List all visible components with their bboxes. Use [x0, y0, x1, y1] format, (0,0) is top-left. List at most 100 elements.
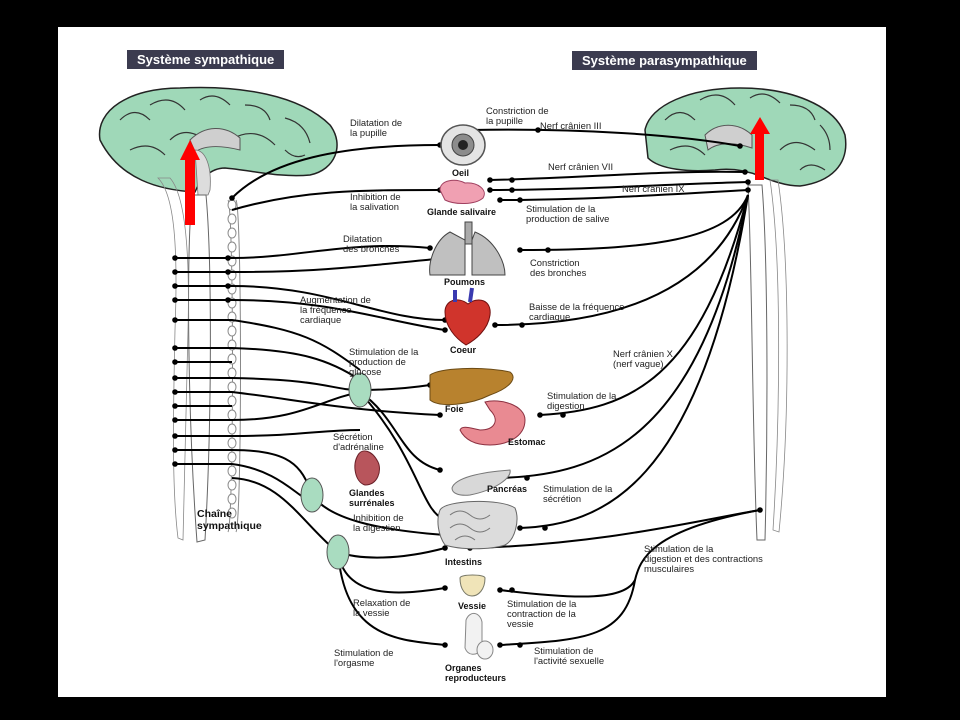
chain-ganglia [227, 199, 237, 519]
sympathetic-system-header: Système sympathique [127, 50, 285, 69]
synapse-dot [172, 283, 178, 289]
synapse-dot [517, 525, 523, 531]
synapse-dot [509, 177, 515, 183]
synapse-dot [442, 327, 448, 333]
chain-ganglion [227, 213, 237, 225]
para-sexual-activity-label: Stimulation de l'activité sexuelle [534, 645, 605, 666]
synapse-dot [442, 545, 448, 551]
cranial-nerve-9-label: Nerf crânien IX [622, 183, 685, 194]
synapse-dot [509, 587, 515, 593]
synapse-dot [487, 177, 493, 183]
sym-bladder-relaxation-label: Relaxation de la vessie [353, 597, 411, 618]
synapse-dot [497, 587, 503, 593]
synapse-dot [437, 412, 443, 418]
parasympathetic-system-header: Système parasympathique [572, 51, 757, 70]
heart-label: Coeur [450, 345, 477, 355]
synapse-dot [757, 507, 763, 513]
pancreas-label: Pancréas [487, 484, 528, 494]
chain-ganglion [227, 395, 237, 407]
synapse-dot [172, 359, 178, 365]
lungs-organ [429, 221, 506, 276]
synapse-dot [172, 297, 178, 303]
synapse-dot [427, 245, 433, 251]
synapse-dot [172, 433, 178, 439]
chain-ganglion [227, 409, 237, 421]
stomach-label: Estomac [508, 437, 546, 447]
synapse-dot [497, 197, 503, 203]
synapse-dot [509, 187, 515, 193]
stomach-organ [459, 400, 526, 446]
chain-ganglion [227, 381, 237, 393]
sym-heart-rate-increase-label: Augmentation de la fréquence cardiaque [300, 294, 371, 325]
synapse-dot [537, 412, 543, 418]
right-spinal-cord [747, 179, 788, 541]
synapse-dot [172, 389, 178, 395]
synapse-dot [172, 403, 178, 409]
salivary-gland-organ [439, 179, 485, 204]
eye-organ [440, 124, 486, 166]
synapse-dot [560, 412, 566, 418]
synapse-dot [225, 283, 231, 289]
para-pupil-constriction-label: Constriction de la pupille [486, 105, 549, 126]
synapse-dot [172, 375, 178, 381]
synapse-dot [487, 187, 493, 193]
chain-ganglion [227, 325, 237, 337]
chain-ganglion [227, 367, 237, 379]
para-bronchi-constriction-label: Constriction des bronches [530, 257, 587, 278]
cranial-nerve-10-label: Nerf crânien X (nerf vague) [613, 348, 673, 369]
synapse-dot [517, 197, 523, 203]
pancreas-organ [451, 469, 511, 496]
para-heart-rate-decrease-label: Baisse de la fréquence cardiaque [529, 301, 625, 322]
para-contractions-stimulation-label: Stimulation de la digestion et des contr… [644, 543, 763, 574]
reproductive-organs-organ [464, 613, 494, 660]
liver-label: Foie [445, 404, 464, 414]
sym-orgasm-stimulation-label: Stimulation de l'orgasme [334, 647, 394, 668]
eye-label: Oeil [452, 168, 470, 178]
synapse-dot [172, 345, 178, 351]
synapse-dot [172, 255, 178, 261]
chain-ganglion [227, 227, 237, 239]
synapse-dot [442, 585, 448, 591]
synapse-dot [225, 255, 231, 261]
synapse-dot [229, 195, 235, 201]
sym-glucose-production-label: Stimulation de la production de glucose [349, 346, 419, 377]
synapse-dot [172, 317, 178, 323]
chain-ganglion [227, 479, 237, 491]
synapse-dot [172, 269, 178, 275]
synapse-dot [535, 127, 541, 133]
red-arrow-left [180, 140, 200, 225]
sympathetic-chain-label: Chaîne sympathique [197, 508, 262, 532]
sym-adrenaline-secretion-label: Sécrétion d'adrénaline [333, 431, 384, 452]
synapse-dot [442, 642, 448, 648]
chain-ganglion [227, 507, 237, 519]
synapse-dot [545, 247, 551, 253]
synapse-dot [519, 322, 525, 328]
synapse-dot [737, 143, 743, 149]
chain-ganglion [227, 465, 237, 477]
ganglia [300, 372, 372, 570]
bladder-organ [459, 574, 486, 597]
synapse-dot [742, 169, 748, 175]
reproductive-organs-label: Organes reproducteurs [445, 663, 507, 683]
sym-bronchi-dilation-label: Dilatation des bronches [343, 233, 400, 254]
adrenal-glands-organ [354, 450, 380, 486]
synapse-dot [745, 187, 751, 193]
synapse-dot [517, 642, 523, 648]
chain-ganglion [227, 241, 237, 253]
salivary-gland-label: Glande salivaire [427, 207, 497, 217]
bladder-label: Vessie [458, 601, 487, 611]
para-digestion-stimulation-label: Stimulation de la digestion [547, 390, 617, 411]
synapse-dot [517, 247, 523, 253]
synapse-dot [524, 475, 530, 481]
synapse-dot [437, 467, 443, 473]
red-arrow-right [750, 117, 770, 180]
para-saliva-production-label: Stimulation de la production de salive [526, 203, 610, 224]
intestines-label: Intestins [445, 557, 483, 567]
para-secretion-stimulation-label: Stimulation de la sécrétion [543, 483, 613, 504]
sym-digestion-inhibition-label: Inhibition de la digestion [353, 512, 404, 533]
intestines-organ [437, 501, 518, 550]
chain-ganglion [227, 451, 237, 463]
cranial-nerve-3-label: Nerf crânien III [540, 120, 602, 131]
synapse-dot [172, 447, 178, 453]
